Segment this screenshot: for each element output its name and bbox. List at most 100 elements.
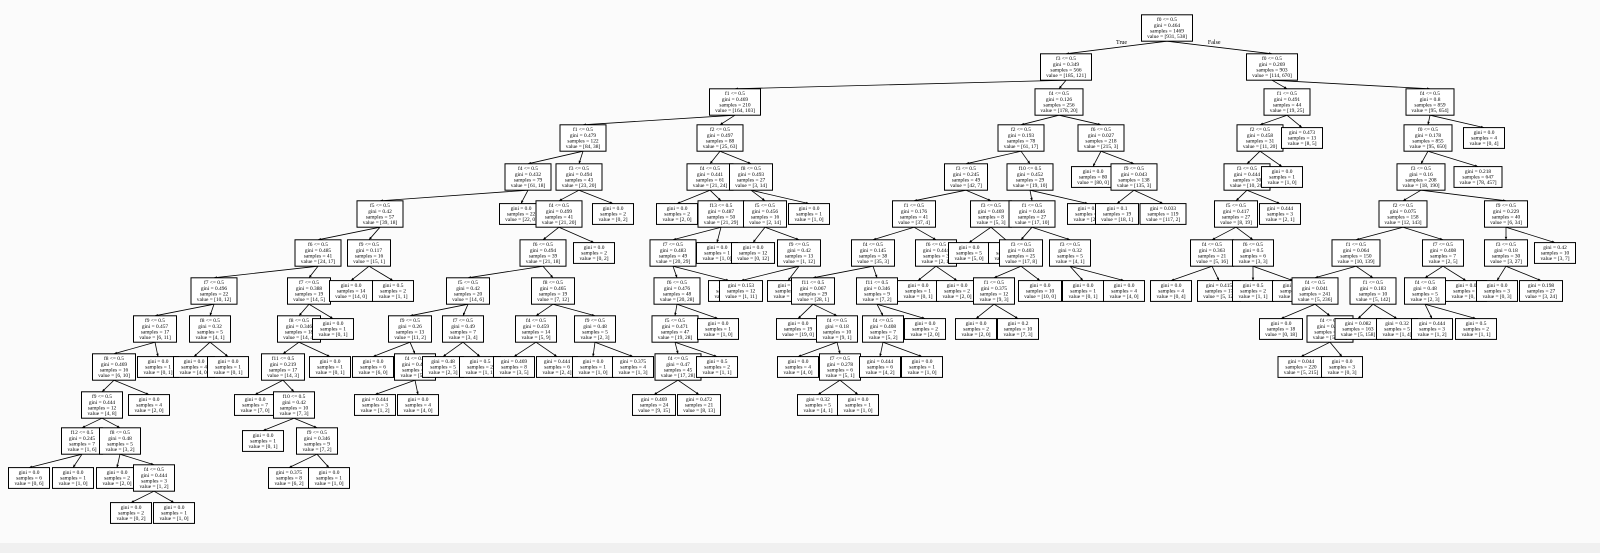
node-text-line: f7 <= 0.5 xyxy=(453,317,473,324)
node-text-line: f5 <= 0.5 xyxy=(755,202,775,209)
node-text-line: value = [4, 1] xyxy=(803,408,832,414)
node-box xyxy=(997,124,1045,152)
tree-edge xyxy=(764,226,800,241)
node-box xyxy=(697,318,739,340)
node-text-line: value = [0, 2] xyxy=(116,516,145,522)
node-text-line: gini = 0.469 xyxy=(722,97,749,103)
node-box xyxy=(892,200,936,228)
node-box xyxy=(372,280,414,302)
node-text-line: samples = 4 xyxy=(405,403,431,409)
node-text-line: value = [0, 1] xyxy=(143,370,172,376)
tree-edge xyxy=(1271,79,1431,90)
tree-edge xyxy=(787,265,800,281)
tree-edge xyxy=(1357,303,1374,319)
tree-edge xyxy=(1372,303,1398,319)
tree-edge xyxy=(154,303,215,317)
node-text-line: value = [2, 0] xyxy=(910,332,939,338)
node-text-line: gini = 0.48 xyxy=(431,359,455,365)
node-text-line: samples = 647 xyxy=(1462,175,1493,181)
node-text-line: samples = 7 xyxy=(450,329,476,335)
tree-edge xyxy=(368,265,394,281)
node-text-line: value = [164, 103] xyxy=(715,108,755,114)
tree-edge-arrowhead xyxy=(818,391,822,395)
node-text-line: gini = 0.494 xyxy=(530,248,557,254)
node-text-line: gini = 0.465 xyxy=(540,286,567,292)
node-text-line: samples = 2 xyxy=(600,212,626,218)
node-text-line: gini = 0.403 xyxy=(1008,248,1035,254)
node-box xyxy=(837,394,879,416)
node-box xyxy=(1405,88,1455,116)
node-text-line: samples = 43 xyxy=(565,177,594,183)
node-text-line: f1 <= 0.5 xyxy=(984,279,1004,286)
tree-edge xyxy=(1020,114,1060,126)
node-text-line: f8 <= 0.5 xyxy=(741,165,761,172)
node-text-line: gini = 0.0 xyxy=(915,321,936,327)
node-text-line: gini = 0.346 xyxy=(286,324,313,330)
node-text-line: samples = 5 xyxy=(805,403,831,409)
node-text-line: gini = 0.473 xyxy=(1289,130,1316,136)
tree-edge xyxy=(812,265,874,279)
node-text-line: samples = 9 xyxy=(864,291,890,297)
node-box xyxy=(1150,280,1192,302)
tree-edge xyxy=(462,341,481,357)
tree-edge-arrowhead xyxy=(1251,277,1255,281)
node-text-line: gini = 0.0 xyxy=(1487,283,1508,289)
node-text-line: value = [7, 3] xyxy=(279,411,308,417)
tree-edge-arrowhead xyxy=(145,392,149,395)
node-box xyxy=(1077,124,1125,152)
node-text-line: value = [0, 12] xyxy=(737,256,769,262)
node-text-line: value = [10, 12] xyxy=(197,297,232,303)
node-text-line: value = [3, 27] xyxy=(1490,259,1522,265)
tree-edge xyxy=(1402,226,1444,241)
node-text-line: samples = 50 xyxy=(707,214,736,220)
node-text-line: samples = 1 xyxy=(145,365,171,371)
node-text-line: f7 <= 0.5 xyxy=(663,241,683,248)
node-text-line: samples = 6 xyxy=(867,365,893,371)
node-text-line: samples = 8 xyxy=(978,214,1004,220)
node-text-line: samples = 18 xyxy=(285,329,314,335)
node-text-line: f9 <= 0.5 xyxy=(585,317,605,324)
node-text-line: value = [2, 1] xyxy=(1265,217,1294,223)
node-text-line: samples = 1 xyxy=(1269,175,1295,181)
node-box xyxy=(493,356,535,378)
tree-edge-arrowhead xyxy=(283,351,287,354)
tree-edge-arrowhead xyxy=(1339,353,1342,357)
node-text-line: f2 <= 0.5 xyxy=(1250,126,1270,133)
tree-edge xyxy=(542,226,560,241)
node-text-line: f9 <= 0.5 xyxy=(92,393,112,400)
node-box xyxy=(856,277,898,305)
tree-edge-arrowhead xyxy=(1117,200,1121,204)
node-text-line: gini = 0.145 xyxy=(860,248,887,254)
node-text-line: samples = 18 xyxy=(1267,327,1296,333)
node-text-line: value = [215, 3] xyxy=(1084,144,1119,150)
node-text-line: value = [0, 1] xyxy=(1068,294,1097,300)
tree-edge-arrowhead xyxy=(1249,237,1253,240)
node-box xyxy=(1261,166,1303,188)
node-text-line: gini = 0.444 xyxy=(141,473,168,479)
node-text-line: gini = 0.349 xyxy=(1053,62,1080,68)
node-text-line: value = [23, 20] xyxy=(562,183,597,189)
tree-edge xyxy=(993,303,1019,319)
node-text-line: gini = 0.452 xyxy=(1017,172,1044,178)
tree-edge-arrowhead xyxy=(798,315,801,319)
tree-edge-arrowhead xyxy=(1236,197,1239,201)
node-text-line: samples = 1 xyxy=(580,365,606,371)
node-text-line: value = [2, 0] xyxy=(134,408,163,414)
node-text-line: value = [37, 4] xyxy=(898,220,930,226)
tree-edge-arrowhead xyxy=(953,277,957,281)
node-text-line: f9 <= 0.5 xyxy=(307,429,327,436)
node-text-line: gini = 0.497 xyxy=(707,133,734,139)
tree-edge-arrowhead xyxy=(1014,316,1018,319)
tree-edge xyxy=(913,226,937,241)
